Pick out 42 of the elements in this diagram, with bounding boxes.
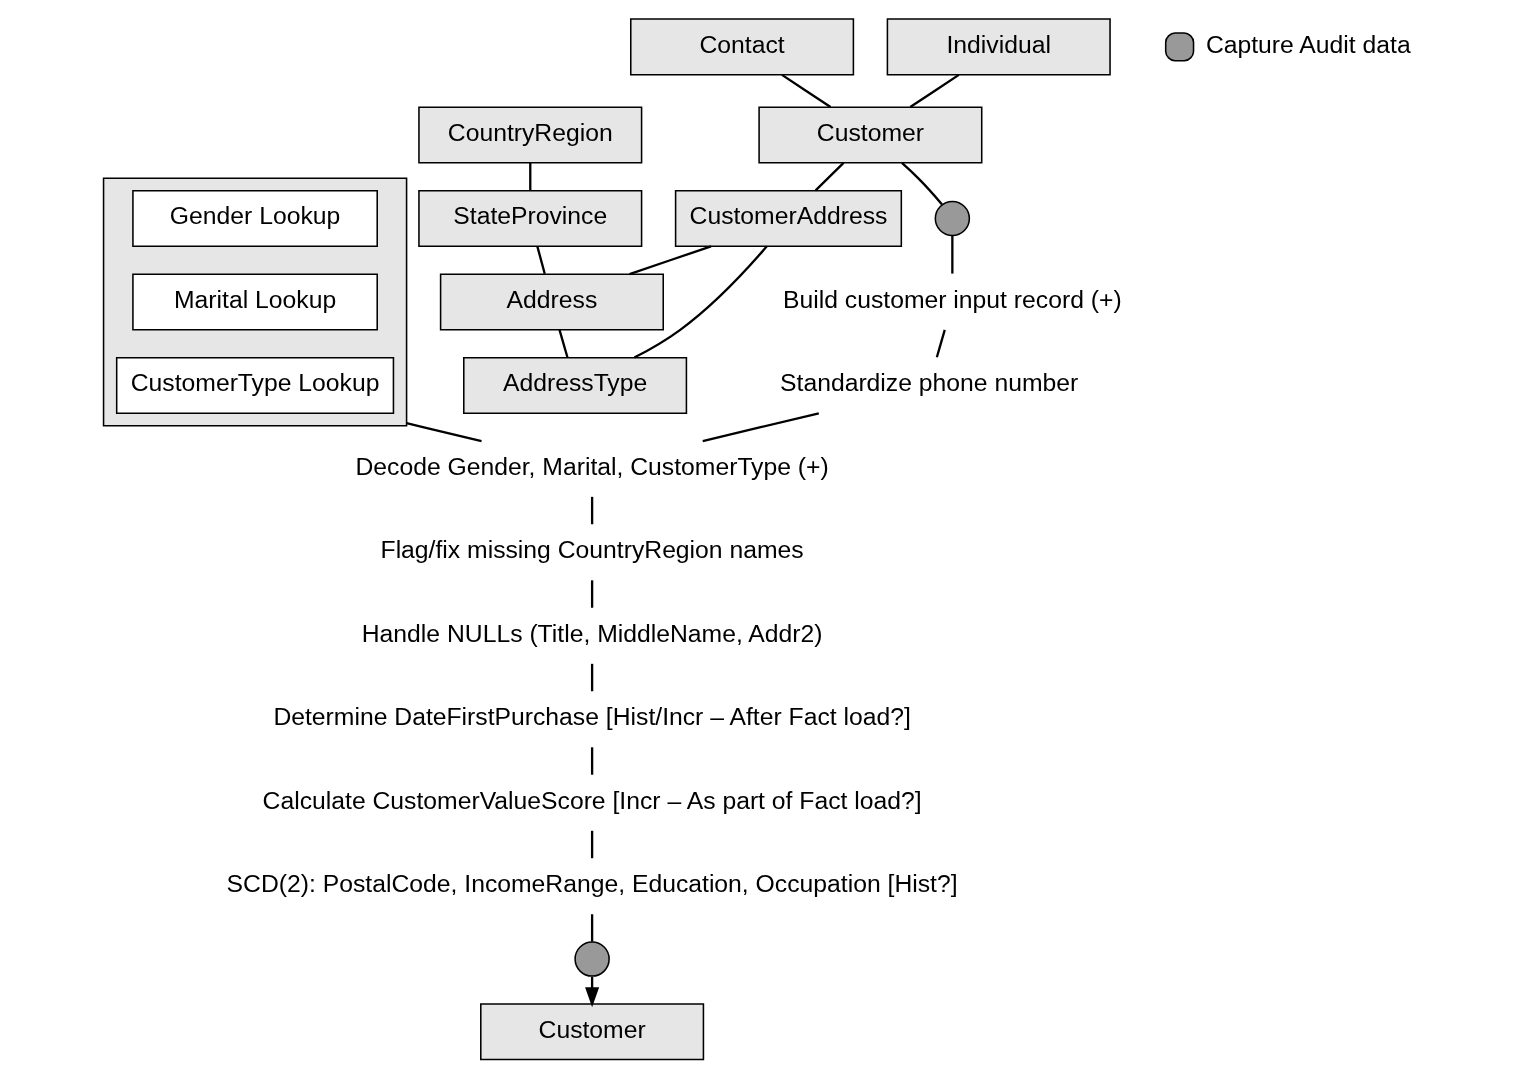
node-text: Calculate CustomerValueScore [Incr – As part of Fact load?] [262, 786, 922, 814]
connector [590, 747, 593, 775]
node-box: StateProvince [417, 189, 642, 248]
connector [950, 235, 953, 274]
connector [590, 830, 593, 859]
node-box: CountryRegion [417, 106, 642, 164]
connector [814, 162, 844, 192]
node-circle [934, 200, 970, 237]
connector [590, 580, 593, 608]
node-box: CustomerAddress [674, 189, 902, 248]
node-box: Customer [479, 1003, 704, 1061]
node-text: Flag/fix missing CountryRegion names [380, 536, 804, 564]
node-text: Standardize phone number [779, 369, 1078, 397]
node-box: Gender Lookup [131, 189, 378, 248]
node-box: Address [439, 273, 664, 331]
node-box: Contact [629, 18, 854, 76]
node-text: Determine DateFirstPurchase [Hist/Incr – After Fact load?] [272, 703, 911, 731]
connector [557, 329, 569, 358]
node-text: SCD(2): PostalCode, IncomeRange, Education, Occupation [Hist?] [226, 870, 958, 898]
legend-label: Capture Audit data [1205, 30, 1411, 58]
node-box: AddressType [462, 356, 687, 415]
connector [405, 422, 482, 443]
connector [633, 245, 768, 359]
node-box: Customer [757, 106, 982, 164]
cluster [102, 177, 407, 427]
connector [535, 246, 546, 275]
connector [701, 412, 819, 443]
node-text: Decode Gender, Marital, CustomerType (+) [354, 452, 829, 480]
connector [935, 329, 946, 358]
node-text: Build customer input record (+) [782, 285, 1122, 313]
connector [590, 663, 593, 692]
connector [590, 914, 593, 942]
connector [909, 73, 959, 108]
connector [528, 162, 531, 191]
node-text: Handle NULLs (Title, MiddleName, Addr2) [361, 619, 822, 647]
connector [628, 245, 711, 276]
node-box: Marital Lookup [131, 273, 378, 331]
node-circle [573, 941, 610, 977]
connector [590, 496, 593, 525]
node-box: CustomerType Lookup [115, 356, 394, 415]
connector [780, 73, 831, 108]
node-box: Individual [886, 18, 1111, 76]
